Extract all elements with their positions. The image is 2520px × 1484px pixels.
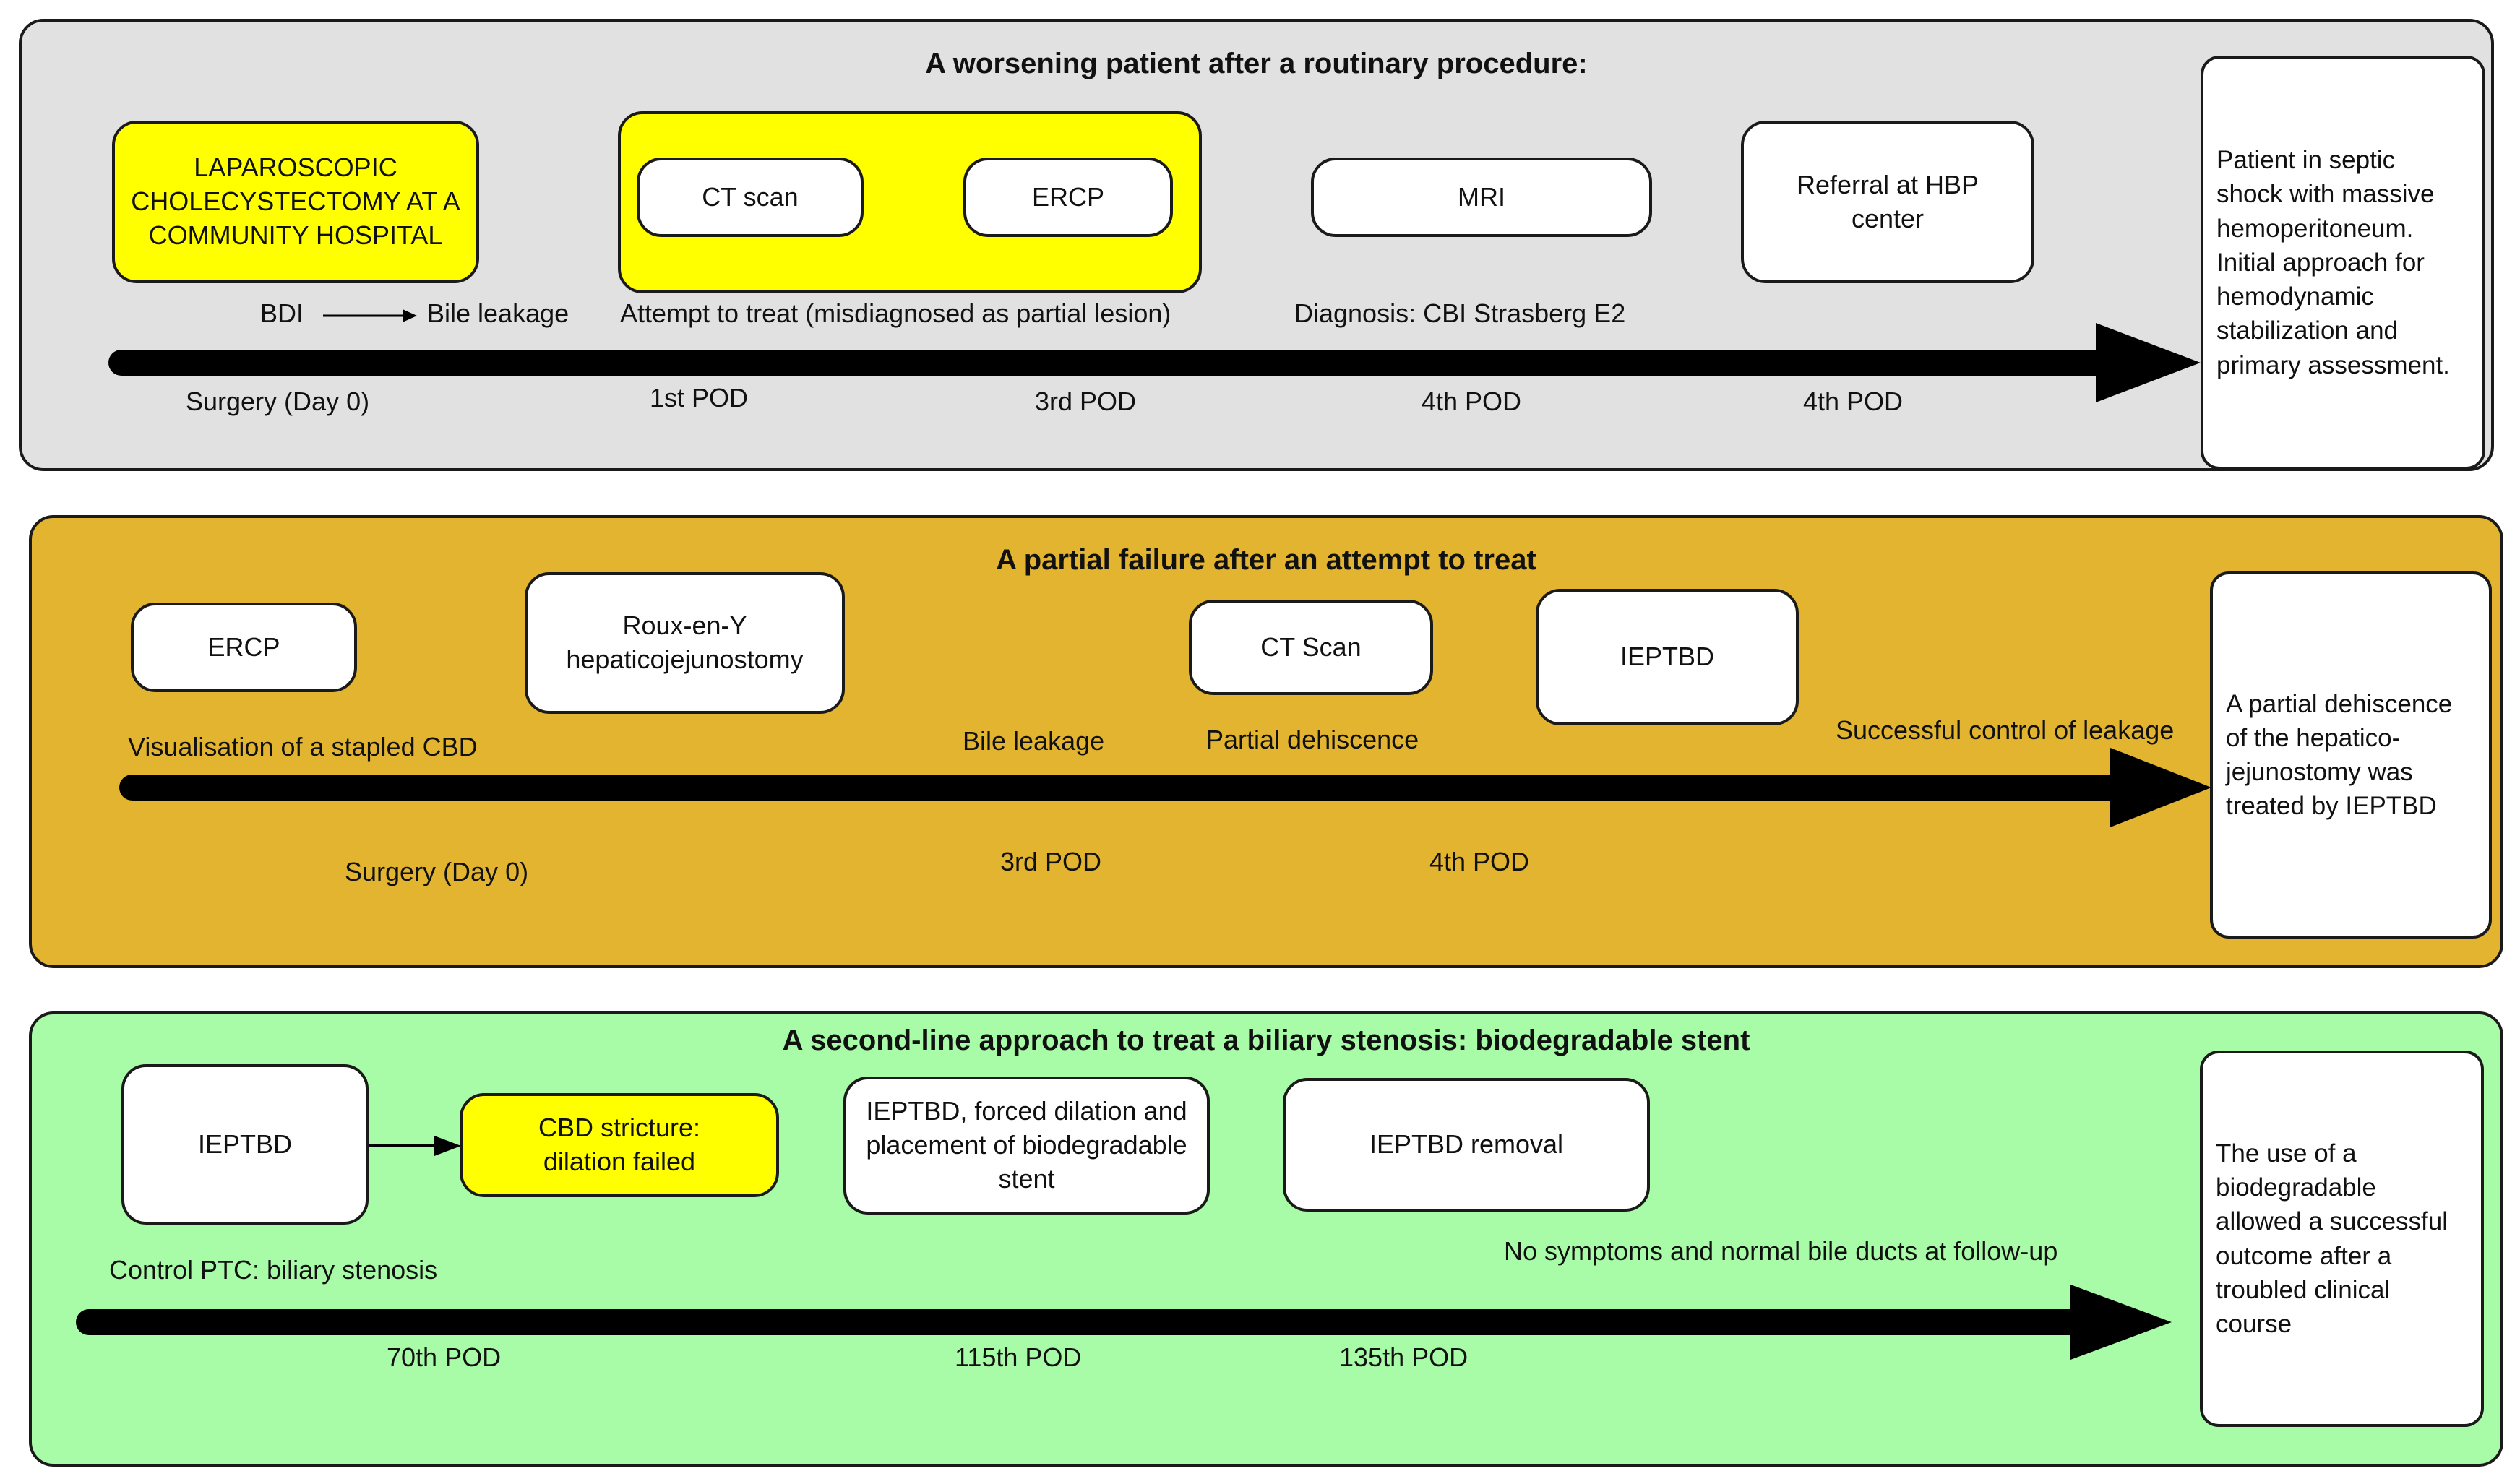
ct-scan-box: CT scan [637,158,864,237]
summary-box: Patient in septic shock with massive hem… [2201,56,2485,470]
referral-box: Referral at HBP center [1741,121,2034,283]
visualisation-label: Visualisation of a stapled CBD [128,732,478,762]
panel-title: A second-line approach to treat a biliar… [782,1024,1750,1056]
ercp-box: ERCP [131,603,357,692]
bdi-label: BDI [260,298,304,328]
diagnosis-label: Diagnosis: CBI Strasberg E2 [1294,298,1626,328]
time-label: 3rd POD [1035,387,1137,416]
time-label: 135th POD [1339,1342,1468,1372]
bile-leakage-label: Bile leakage [427,298,569,328]
ct-scan-box: CT Scan [1189,600,1433,695]
partial-dehiscence-label: Partial dehiscence [1206,725,1419,754]
time-label: 4th POD [1803,387,1904,416]
time-label: Surgery (Day 0) [345,857,529,886]
timeline-arrow [108,323,2201,402]
successful-control-label: Successful control of leakage [1836,715,2175,745]
time-label: 115th POD [955,1342,1082,1372]
ercp-box: ERCP [963,158,1173,237]
time-label: 3rd POD [1000,847,1102,876]
ieptbd-to-stricture-arrow [369,1136,461,1156]
panel-second-line-approach: A second-line approach to treat a biliar… [29,1011,2503,1467]
panel-title: A partial failure after an attempt to tr… [996,544,1536,576]
time-label: 70th POD [387,1342,502,1372]
ieptbd-box: IEPTBD [121,1064,369,1225]
ieptbd-box: IEPTBD [1536,589,1799,725]
time-label: 1st POD [650,383,749,413]
laparoscopic-cholecystectomy-box: LAPAROSCOPIC CHOLECYSTECTOMY AT A COMMUN… [112,121,479,283]
ieptbd-removal-box: IEPTBD removal [1283,1078,1650,1212]
attempt-to-treat-label: Attempt to treat (misdiagnosed as partia… [620,298,1171,328]
time-label: 4th POD [1422,387,1522,416]
panel-title: A worsening patient after a routinary pr… [925,48,1588,79]
roux-en-y-box: Roux-en-Y hepaticojejunostomy [525,572,845,714]
forced-dilation-box: IEPTBD, forced dilation and placement of… [843,1077,1210,1215]
timeline-arrow [119,748,2211,827]
timeline-arrow [76,1285,2172,1360]
time-label: Surgery (Day 0) [186,387,370,416]
bile-leakage-label: Bile leakage [963,726,1105,756]
time-label: 4th POD [1429,847,1530,876]
no-symptoms-label: No symptoms and normal bile ducts at fol… [1504,1236,2058,1266]
control-ptc-label: Control PTC: biliary stenosis [109,1255,438,1285]
summary-box: A partial dehiscence of the hepatico- je… [2210,571,2492,939]
bdi-to-leakage-arrow [323,309,417,322]
cbd-stricture-box: CBD stricture: dilation failed [460,1093,779,1197]
mri-box: MRI [1311,158,1652,237]
summary-box: The use of a biodegradable allowed a suc… [2200,1051,2484,1427]
panel-partial-failure: A partial failure after an attempt to tr… [29,515,2503,968]
